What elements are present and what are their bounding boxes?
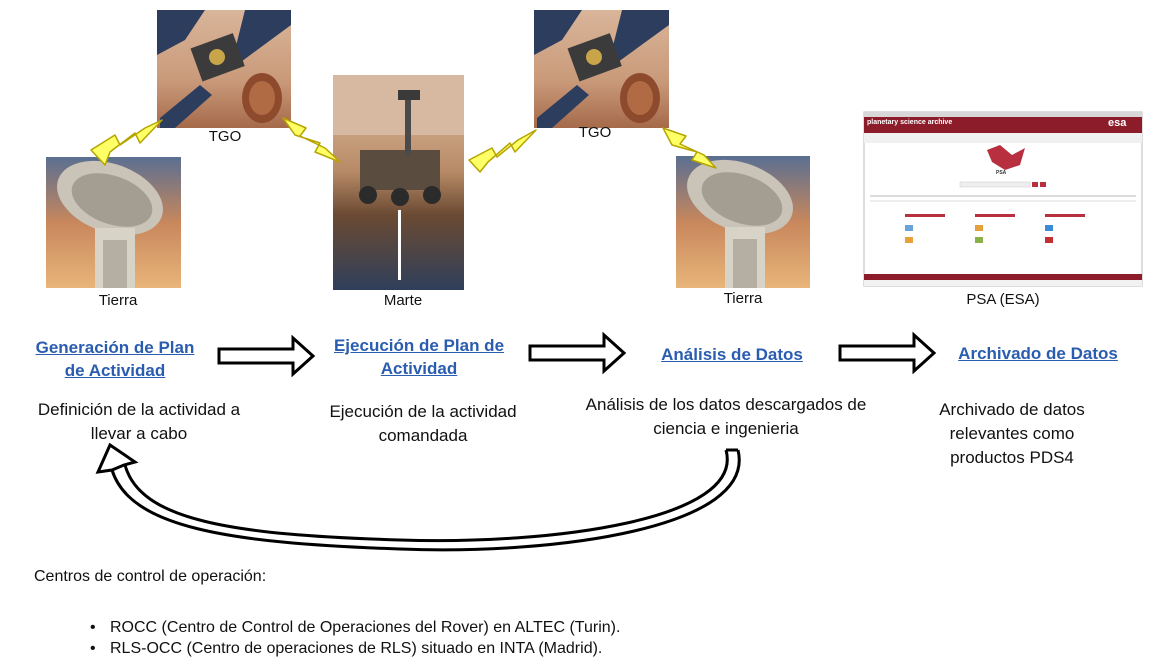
lightning-bolt-icon — [90, 117, 717, 173]
tgo-right-photo — [534, 10, 669, 128]
caption-tgo-right: TGO — [578, 124, 612, 141]
flow-arrow — [217, 331, 937, 378]
step-desc-execution: Ejecución de la actividad comandada — [329, 402, 517, 445]
centers-title: Centros de control de operación: — [34, 568, 267, 585]
feedback-loop-arrow — [95, 442, 741, 552]
step-desc-archiving: Archivado de datos relevantes como produ… — [939, 400, 1085, 467]
step-desc-generation: Definición de la actividad a llevar a ca… — [37, 400, 241, 443]
psa-logo-text: PSA — [996, 170, 1007, 176]
step-title-generation[interactable]: Generación de Plan de Actividad — [35, 338, 195, 380]
list-item: RLS-OCC (Centro de operaciones de RLS) s… — [90, 638, 620, 659]
caption-psa: PSA (ESA) — [966, 291, 1040, 308]
step-title-analysis[interactable]: Análisis de Datos — [661, 345, 803, 364]
caption-earth-right: Tierra — [723, 290, 763, 307]
step-desc-analysis: Análisis de los datos descargados de cie… — [585, 395, 867, 438]
step-title-execution[interactable]: Ejecución de Plan de Actividad — [333, 336, 505, 378]
earth-antenna-left-photo — [46, 157, 181, 288]
caption-tgo-left: TGO — [208, 128, 242, 145]
mars-rover-photo — [333, 75, 464, 290]
caption-mars: Marte — [383, 292, 423, 309]
caption-earth-left: Tierra — [98, 292, 138, 309]
list-item: ROCC (Centro de Control de Operaciones d… — [90, 617, 620, 638]
psa-header-text: planetary science archive — [867, 119, 953, 126]
esa-logo: esa — [1108, 117, 1127, 129]
psa-website-screenshot — [863, 111, 1143, 287]
tgo-left-photo — [157, 10, 291, 128]
centers-list: ROCC (Centro de Control de Operaciones d… — [90, 617, 620, 659]
step-title-archiving[interactable]: Archivado de Datos — [958, 344, 1118, 363]
earth-antenna-right-photo — [676, 156, 810, 288]
